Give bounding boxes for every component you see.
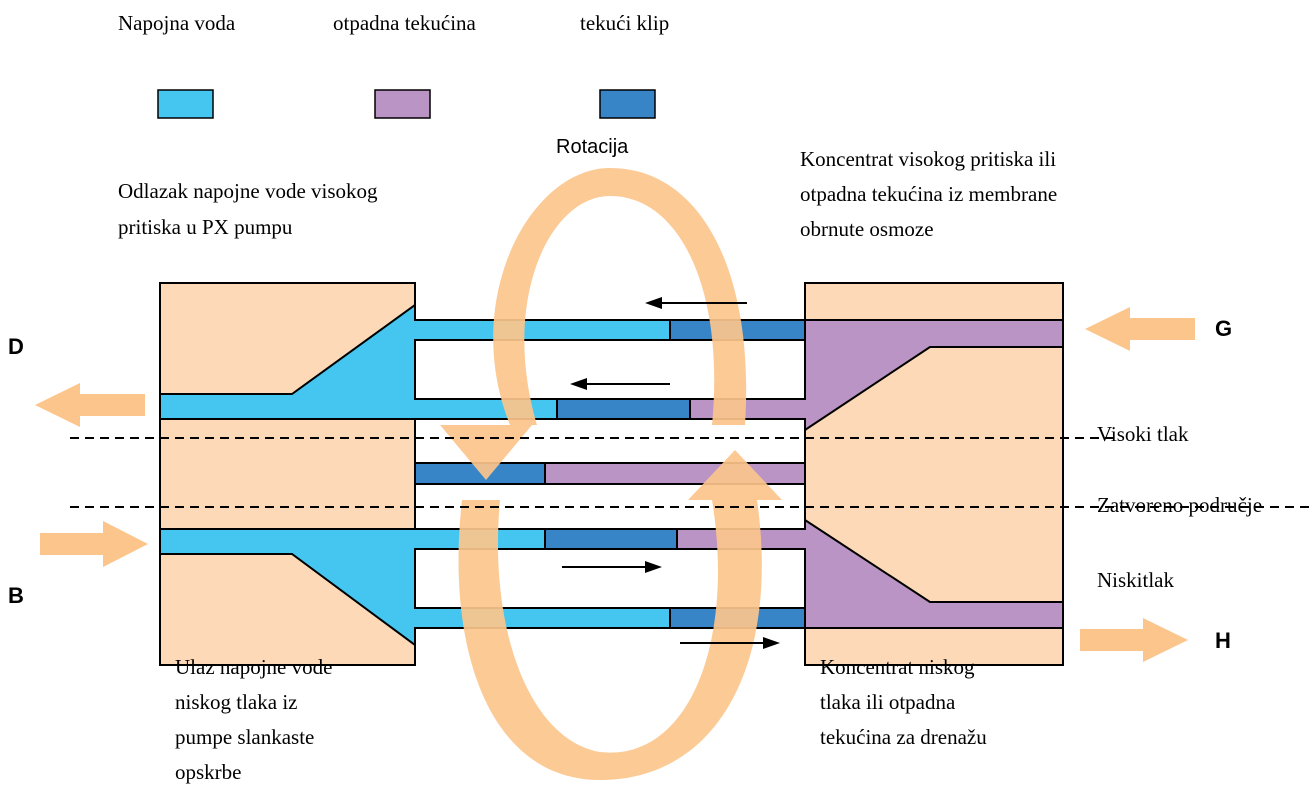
lp-feed-in-line-4: opskrbe <box>175 760 242 784</box>
port-arrow-B <box>40 521 148 567</box>
duct3-brine <box>544 462 806 485</box>
port-label-G: G <box>1215 316 1232 341</box>
duct4-piston <box>544 528 678 550</box>
legend-label-piston: tekući klip <box>580 11 669 35</box>
legend: Napojna voda otpadna tekućina tekući kli… <box>118 11 669 119</box>
legend-swatch-feed-water <box>157 89 214 119</box>
port-arrow-H <box>1080 618 1188 662</box>
port-arrows <box>35 307 1195 662</box>
rotation-label: Rotacija <box>556 136 629 158</box>
lp-feed-in-line-2: niskog tlaka iz <box>175 690 297 714</box>
port-arrow-G <box>1085 307 1195 351</box>
port-arrow-D <box>35 383 145 427</box>
rotation-arc-upper <box>493 168 747 425</box>
flow-arrowhead-duct4 <box>645 561 662 573</box>
hp-feed-out-line-1: Odlazak napojne vode visokog <box>118 179 378 203</box>
hp-concentrate-in-line-1: Koncentrat visokog pritiska ili <box>800 147 1056 171</box>
rotation-arc-lower <box>458 500 762 780</box>
legend-swatch-brine <box>374 89 431 119</box>
sealed-zone-label: Zatvoreno područje <box>1097 493 1262 517</box>
low-pressure-label: Niskitlak <box>1097 568 1174 592</box>
duct2-piston <box>556 398 691 420</box>
legend-label-brine: otpadna tekućina <box>333 11 477 35</box>
high-pressure-label: Visoki tlak <box>1097 422 1189 446</box>
port-label-B: B <box>8 583 24 608</box>
flow-arrowhead-duct5 <box>763 637 780 649</box>
flow-arrowhead-duct1 <box>645 297 662 309</box>
lp-feed-in-line-1: Ulaz napojne vode <box>175 655 332 679</box>
lp-concentrate-out-line-1: Koncentrat niskog <box>820 655 975 679</box>
lp-concentrate-out-line-3: tekućina za drenažu <box>820 725 987 749</box>
lp-concentrate-out-line-2: tlaka ili otpadna <box>820 690 956 714</box>
hp-concentrate-in-line-2: otpadna tekućina iz membrane <box>800 182 1057 206</box>
hp-concentrate-in-line-3: obrnute osmoze <box>800 217 934 241</box>
legend-label-feed-water: Napojna voda <box>118 11 236 35</box>
rotation-arrowhead-up <box>688 450 782 500</box>
left-hp-manifold <box>159 303 671 420</box>
port-label-D: D <box>8 334 24 359</box>
lp-feed-in-line-3: pumpe slankaste <box>175 725 314 749</box>
hp-feed-out-line-2: pritiska u PX pumpu <box>118 215 293 239</box>
flow-arrows <box>562 297 780 649</box>
port-label-H: H <box>1215 628 1231 653</box>
flow-arrowhead-duct2 <box>570 378 587 390</box>
legend-swatch-piston <box>599 89 656 119</box>
